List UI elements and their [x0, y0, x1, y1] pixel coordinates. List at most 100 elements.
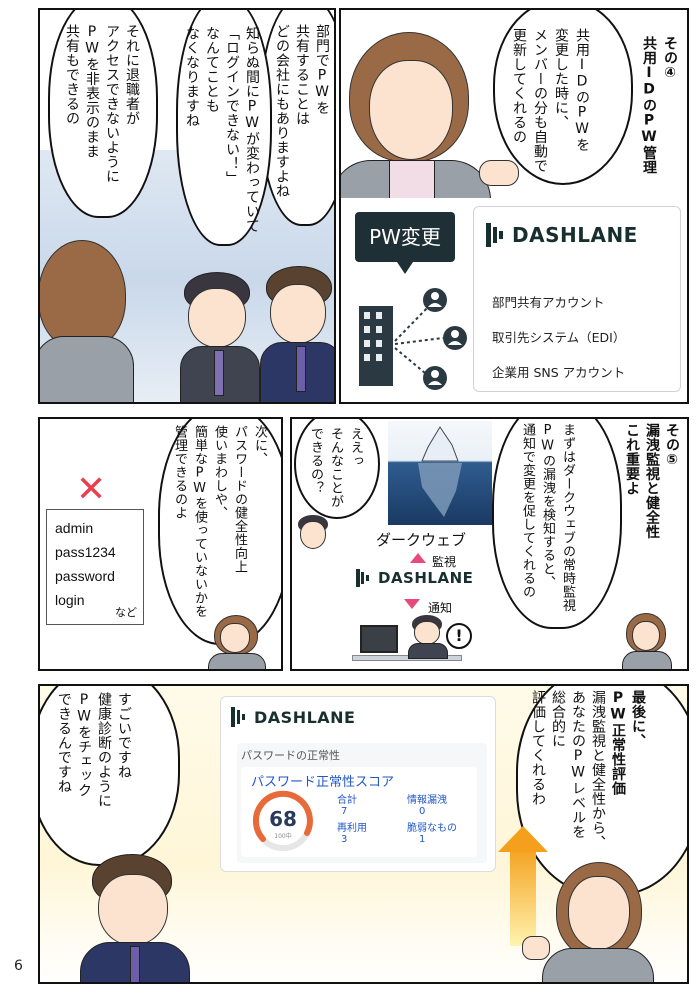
panel-1-narration: その④ 共用IDのPW管理 [639, 36, 679, 175]
p6-man-line-3: PWをチェック [76, 692, 92, 798]
p4-woman-face [632, 621, 660, 651]
man-middle-line-2: 「ログインできない！」 [224, 26, 240, 186]
notify-label: 通知 [428, 601, 453, 615]
p5-woman-line-5: 管理できるのよ [172, 425, 187, 520]
health-score-card: DASHLANE パスワードの正常性 パスワード正常性スコア 68 100中 合… [220, 696, 496, 872]
woman-line-2: 変更した時に、 [553, 28, 569, 130]
panel-4-bubble-man [294, 419, 380, 519]
p5-woman-speech: 次に、 パスワードの健全性向上 使いまわしや、 簡単なPWを使っていないかを 管… [170, 425, 269, 618]
notify-arrow-icon [404, 599, 420, 609]
p6-woman [538, 862, 658, 982]
stat-weak-value: 1 [419, 834, 426, 845]
surprised-man-face [300, 521, 326, 549]
man-middle-face [188, 288, 246, 348]
woman-p3-line-2: アクセスできないように [104, 24, 120, 184]
p4-woman [622, 613, 672, 669]
building-icon [359, 306, 393, 386]
panel-4-bubble-woman [492, 419, 622, 629]
p6-man-line-4: できるんですね [56, 692, 72, 794]
user-icon-2 [443, 326, 467, 350]
p5-woman-line-2: パスワードの健全性向上 [232, 425, 247, 574]
surprised-man [296, 515, 330, 555]
p6-dashlane-wordmark: DASHLANE [254, 707, 356, 727]
network-lines [394, 303, 444, 379]
bad-password-3: password [55, 568, 115, 584]
p6-woman-line-1: 最後に、 [630, 690, 646, 748]
account-list: 部門共有アカウント 取引先システム（EDI） 企業用 SNS アカウント [492, 285, 625, 390]
computer-monitor-icon [360, 625, 398, 653]
p6-woman-line-3: 漏洩監視と健全性から、 [590, 690, 606, 850]
man-right-tie [296, 346, 306, 392]
p6-woman-face [568, 876, 630, 950]
desk [352, 655, 462, 661]
man-right-speech: 部門でPWを 共有することは どの会社にもありますよね [272, 24, 331, 198]
score-gauge-arc [252, 790, 313, 842]
p4-man-line-2: そんなことが [328, 427, 343, 508]
panel-5-bubble [158, 419, 281, 645]
account-item-supplier: 取引先システム（EDI） [492, 330, 626, 345]
bad-password-box: admin pass1234 password login など [46, 509, 144, 625]
woman-line-3: メンバーの分も自動で [532, 28, 548, 173]
score-gauge [252, 790, 313, 851]
account-item-sns: 企業用 SNS アカウント [492, 365, 626, 380]
man-right-line-3: どの会社にもありますよね [274, 24, 290, 198]
panel-5: ✕ admin pass1234 password login など 次に、 パ… [38, 417, 283, 671]
health-section-label: パスワードの正常性 [241, 749, 340, 762]
p6-woman-fist [522, 936, 550, 960]
stat-leaked-label: 情報漏洩 [407, 795, 447, 806]
panel-2: PW変更 DASHLANE [339, 198, 689, 404]
p6-man-speech: すごいですね 健康診断のように PWをチェック できるんですね [54, 692, 133, 808]
woman-p3-line-3: PWを非表示のまま [84, 24, 100, 159]
panel-6-bubble-man [40, 686, 180, 866]
alert-bubble: ! [446, 623, 472, 649]
man-middle-line-1: 知らぬ間にPWが変わっていて [244, 26, 260, 233]
dashlane-mark-icon [486, 223, 504, 247]
p4-narration-title: 漏洩監視と健全性 [644, 423, 660, 539]
score-value: 68 [269, 807, 297, 831]
woman-from-back [40, 240, 134, 402]
dashlane-account-card: DASHLANE 部門共有アカウント 取引先システム（EDI） 企業用 SNS … [473, 206, 681, 392]
iceberg-illustration [388, 421, 492, 525]
p4-woman-line-3: 通知で変更を促してくれるの [520, 423, 535, 599]
woman-line-1: 共用IDのPWを [574, 28, 590, 152]
panel-4-narration: その⑤ 漏洩監視と健全性 これ重要よ [622, 423, 681, 539]
rising-arrow-icon [510, 846, 536, 946]
woman-character [341, 32, 491, 200]
p5-woman-jacket [208, 653, 266, 669]
alert-mark: ! [455, 626, 463, 645]
woman-back-hair [40, 240, 126, 350]
p6-woman-speech: 最後に、 PW正常性評価 漏洩監視と健全性から、 あなたのPWレベルを 総合的に… [528, 690, 647, 850]
p4-narration-subtitle: これ重要よ [624, 423, 640, 496]
p4-woman-line-2: PWの漏洩を検知すると、 [540, 423, 555, 589]
stat-reused-value: 3 [341, 834, 348, 845]
p5-woman [208, 615, 266, 669]
p6-man-line-1: すごいですね [116, 692, 132, 779]
p6-man-face [98, 874, 168, 946]
p4-woman-speech: まずはダークウェブの常時監視 PWの漏洩を検知すると、 通知で変更を促してくれる… [518, 423, 577, 612]
user-icon-3 [423, 366, 447, 390]
p4-man-line-3: できるの？ [308, 427, 323, 495]
man-middle-line-4: なくなりますね [184, 26, 200, 128]
p5-woman-line-1: 次に、 [252, 425, 267, 466]
p6-woman-line-2: PW正常性評価 [610, 690, 626, 796]
p6-woman-line-5: 総合的に [550, 690, 566, 748]
p4-dashlane-logo: DASHLANE [356, 569, 473, 587]
man-middle-tie [214, 350, 224, 396]
stat-leaked-value: 0 [419, 806, 426, 817]
monitor-arrow-icon [410, 553, 426, 563]
p6-woman-jacket [542, 948, 654, 982]
man-right-line-1: 部門でPWを [314, 24, 330, 115]
p4-woman-line-1: まずはダークウェブの常時監視 [560, 423, 575, 612]
p6-woman-line-4: あなたのPWレベルを [570, 690, 586, 839]
bad-password-2: pass1234 [55, 544, 116, 560]
user-icon-1 [423, 288, 447, 312]
stat-reused-label: 再利用 [337, 823, 367, 834]
panel-3: 部門でPWを 共有することは どの会社にもありますよね 知らぬ間にPWが変わって… [38, 8, 336, 404]
